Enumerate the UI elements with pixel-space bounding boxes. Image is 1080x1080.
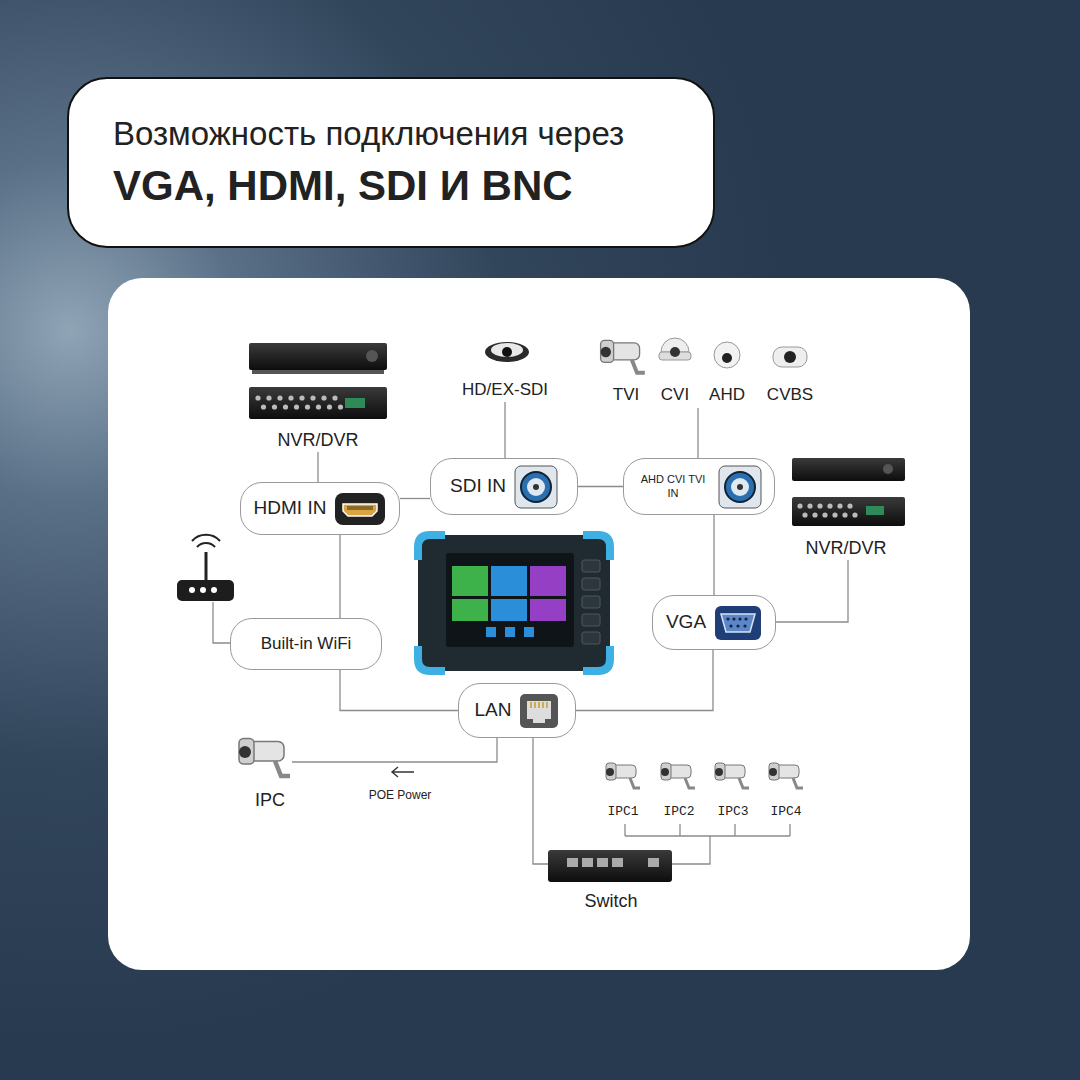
connector xyxy=(576,650,713,711)
device-label: NVR/DVR xyxy=(275,430,360,451)
device-label: HD/EX-SDI xyxy=(460,380,550,400)
node-label: HDMI IN xyxy=(254,497,327,520)
node-heading: VGA, HDMI, SDI И BNC xyxy=(113,161,573,211)
port-box: VGA xyxy=(652,595,776,650)
bnc-symbol xyxy=(718,465,762,509)
connector xyxy=(339,535,340,618)
node-label: Возможность подключения через xyxy=(113,114,624,154)
bnc-symbol xyxy=(514,465,558,509)
device-label: IPC xyxy=(253,790,287,811)
port-box: LAN xyxy=(458,683,576,738)
title-box: Возможность подключения черезVGA, HDMI, … xyxy=(67,77,715,248)
device-label: IPC3 xyxy=(715,804,750,819)
device-label: NVR/DVR xyxy=(803,538,888,559)
node-label: LAN xyxy=(475,699,512,722)
feature-box: Built-in WiFi xyxy=(230,618,382,670)
rj45-port-icon xyxy=(519,693,559,729)
node-label: Built-in WiFi xyxy=(261,634,352,654)
node-label: AHD CVI TVI IN xyxy=(636,473,710,499)
device-label: POE Power xyxy=(367,788,434,802)
port-box: HDMI IN xyxy=(240,482,400,535)
vga-symbol xyxy=(714,605,762,641)
connector xyxy=(400,498,430,499)
bnc-port-icon xyxy=(514,465,558,509)
device-label: IPC4 xyxy=(768,804,803,819)
device-label: IPC1 xyxy=(605,804,640,819)
device-label: IPC2 xyxy=(661,804,696,819)
device-label: CVBS xyxy=(765,385,815,405)
bnc-port-icon xyxy=(718,465,762,509)
connector xyxy=(578,486,623,487)
device-label: TVI xyxy=(611,385,641,405)
device-label: AHD xyxy=(707,385,747,405)
port-box: SDI IN xyxy=(430,458,578,515)
rj45-symbol xyxy=(519,693,559,729)
vga-port-icon xyxy=(714,605,762,641)
node-label: VGA xyxy=(666,611,706,634)
connector xyxy=(713,515,714,595)
hdmi-symbol xyxy=(334,492,386,526)
connector xyxy=(340,670,458,711)
node-label: SDI IN xyxy=(450,475,506,498)
device-label: Switch xyxy=(582,891,639,912)
device-label: CVI xyxy=(659,385,691,405)
hdmi-port-icon xyxy=(334,492,386,526)
port-box: AHD CVI TVI IN xyxy=(623,458,775,515)
